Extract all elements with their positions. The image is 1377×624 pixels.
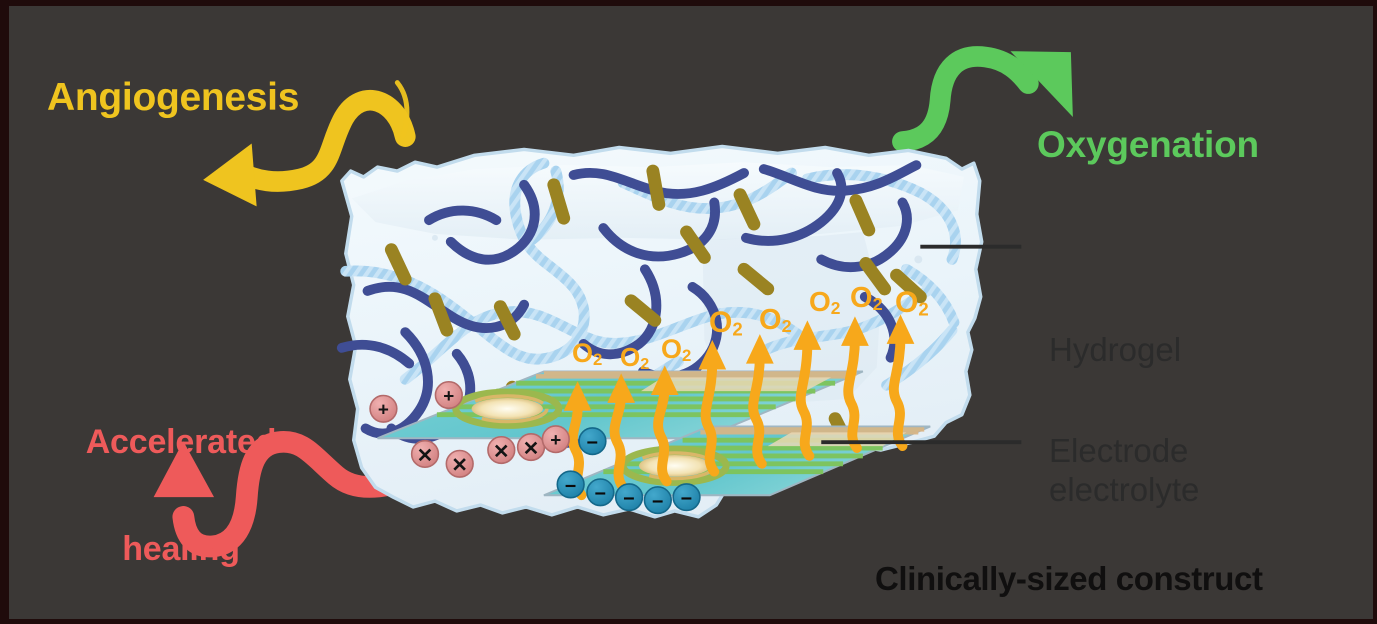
oxygen-wavy-arrows [567, 331, 908, 501]
svg-text:+: + [550, 429, 561, 450]
oxygenation-label: Oxygenation [1037, 124, 1259, 165]
o2-label: O2 [661, 334, 692, 365]
o2-label: O2 [620, 342, 650, 373]
o2-label: O2 [895, 286, 929, 320]
svg-text:+: + [443, 385, 454, 406]
svg-text:−: − [587, 432, 599, 454]
cation-ions: + + ✕ ✕ ✕ ✕ + [369, 380, 570, 478]
svg-text:−: − [595, 483, 607, 505]
svg-text:✕: ✕ [523, 438, 540, 460]
diagram-canvas: + + ✕ ✕ ✕ ✕ + [153, 46, 1073, 558]
o2-label: O2 [759, 304, 792, 337]
accelerated-healing-label: Accelerated healing [71, 354, 291, 619]
oxygen-arrow-heads [563, 314, 915, 411]
svg-text:+: + [378, 399, 389, 420]
hydrogel-label-line1: Hydrogel [1049, 330, 1182, 368]
hydrogel-block: + + ✕ ✕ ✕ ✕ + [336, 144, 984, 519]
accelerated-healing-line1: Accelerated [85, 423, 277, 462]
anion-ions: − − − − − − [556, 427, 701, 515]
o2-label: O2 [572, 338, 603, 369]
svg-text:✕: ✕ [451, 455, 468, 477]
hydrogel-label-line2: electrolyte [1049, 471, 1200, 509]
svg-text:−: − [623, 488, 635, 510]
leader-lines [821, 244, 1022, 445]
o2-label: O2 [809, 286, 841, 319]
svg-text:−: − [652, 491, 664, 513]
svg-text:✕: ✕ [417, 445, 434, 467]
diagram-stage: + + ✕ ✕ ✕ ✕ + [9, 6, 1373, 619]
angiogenesis-label: Angiogenesis [47, 76, 300, 119]
svg-text:✕: ✕ [493, 441, 510, 463]
clinically-sized-construct-label: Clinically-sized construct [875, 560, 1263, 597]
o2-label: O2 [709, 306, 743, 340]
svg-text:−: − [565, 475, 577, 497]
electrode-label: Electrode [1049, 432, 1189, 469]
o2-label: O2 [850, 282, 883, 315]
accelerated-healing-line2: healing [122, 530, 240, 569]
hydrogel-electrolyte-label: Hydrogel electrolyte [1049, 233, 1199, 608]
angiogenesis-arrow [203, 80, 416, 207]
oxygenation-arrow [892, 46, 1073, 152]
svg-text:−: − [681, 488, 693, 510]
